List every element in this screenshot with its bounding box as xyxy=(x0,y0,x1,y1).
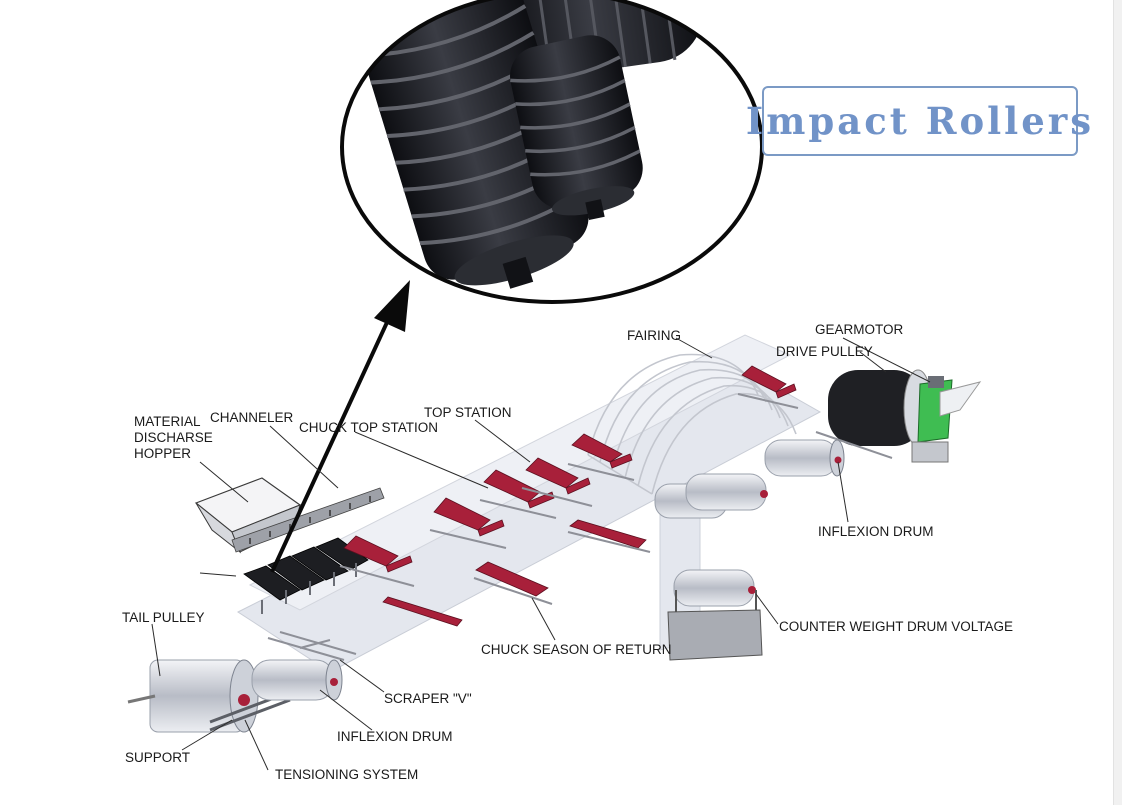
labels: MATERIAL DISCHARSE HOPPER CHANNELER CHUC… xyxy=(122,322,1013,782)
tail-pulley xyxy=(127,659,259,733)
label-chuck-top-station: CHUCK TOP STATION xyxy=(299,420,438,435)
label-chuck-season-return: CHUCK SEASON OF RETURN xyxy=(481,642,672,657)
channeler xyxy=(231,487,385,553)
scraper-v xyxy=(267,631,357,661)
label-tensioning: TENSIONING SYSTEM xyxy=(275,767,418,782)
label-fairing: FAIRING xyxy=(627,328,681,343)
label-channeler: CHANNELER xyxy=(210,410,294,425)
label-drive-pulley: DRIVE PULLEY xyxy=(776,344,873,359)
top-stations xyxy=(343,365,797,573)
leader-lines xyxy=(151,337,931,771)
inflexion-drum-left xyxy=(251,659,343,701)
gearmotor xyxy=(911,376,982,463)
return-frames xyxy=(473,531,651,605)
label-hopper-line1: MATERIAL xyxy=(134,414,201,429)
label-inflexion-drum-right: INFLEXION DRUM xyxy=(818,524,934,539)
title-text: Impact Rollers xyxy=(745,99,1095,143)
counter-weight-drums xyxy=(654,473,768,661)
station-frames xyxy=(339,393,799,587)
label-support: SUPPORT xyxy=(125,750,190,765)
label-counter-weight: COUNTER WEIGHT DRUM VOLTAGE xyxy=(779,619,1013,634)
label-tail-pulley: TAIL PULLEY xyxy=(122,610,205,625)
drive-pulley xyxy=(828,369,933,447)
impact-roller-closeup xyxy=(340,0,764,304)
vertical-scrollbar[interactable] xyxy=(1113,0,1122,805)
title-box: Impact Rollers xyxy=(746,86,1091,156)
impact-idler-set xyxy=(243,537,369,614)
inflexion-drum-right xyxy=(764,431,893,477)
label-hopper-line3: HOPPER xyxy=(134,446,191,461)
zoom-arrow xyxy=(270,280,410,573)
label-top-station: TOP STATION xyxy=(424,405,512,420)
return-idlers xyxy=(382,519,647,627)
label-inflexion-drum-left: INFLEXION DRUM xyxy=(337,729,453,744)
label-gearmotor: GEARMOTOR xyxy=(815,322,904,337)
label-scraper: SCRAPER "V" xyxy=(384,691,472,706)
label-hopper-line2: DISCHARSE xyxy=(134,430,213,445)
